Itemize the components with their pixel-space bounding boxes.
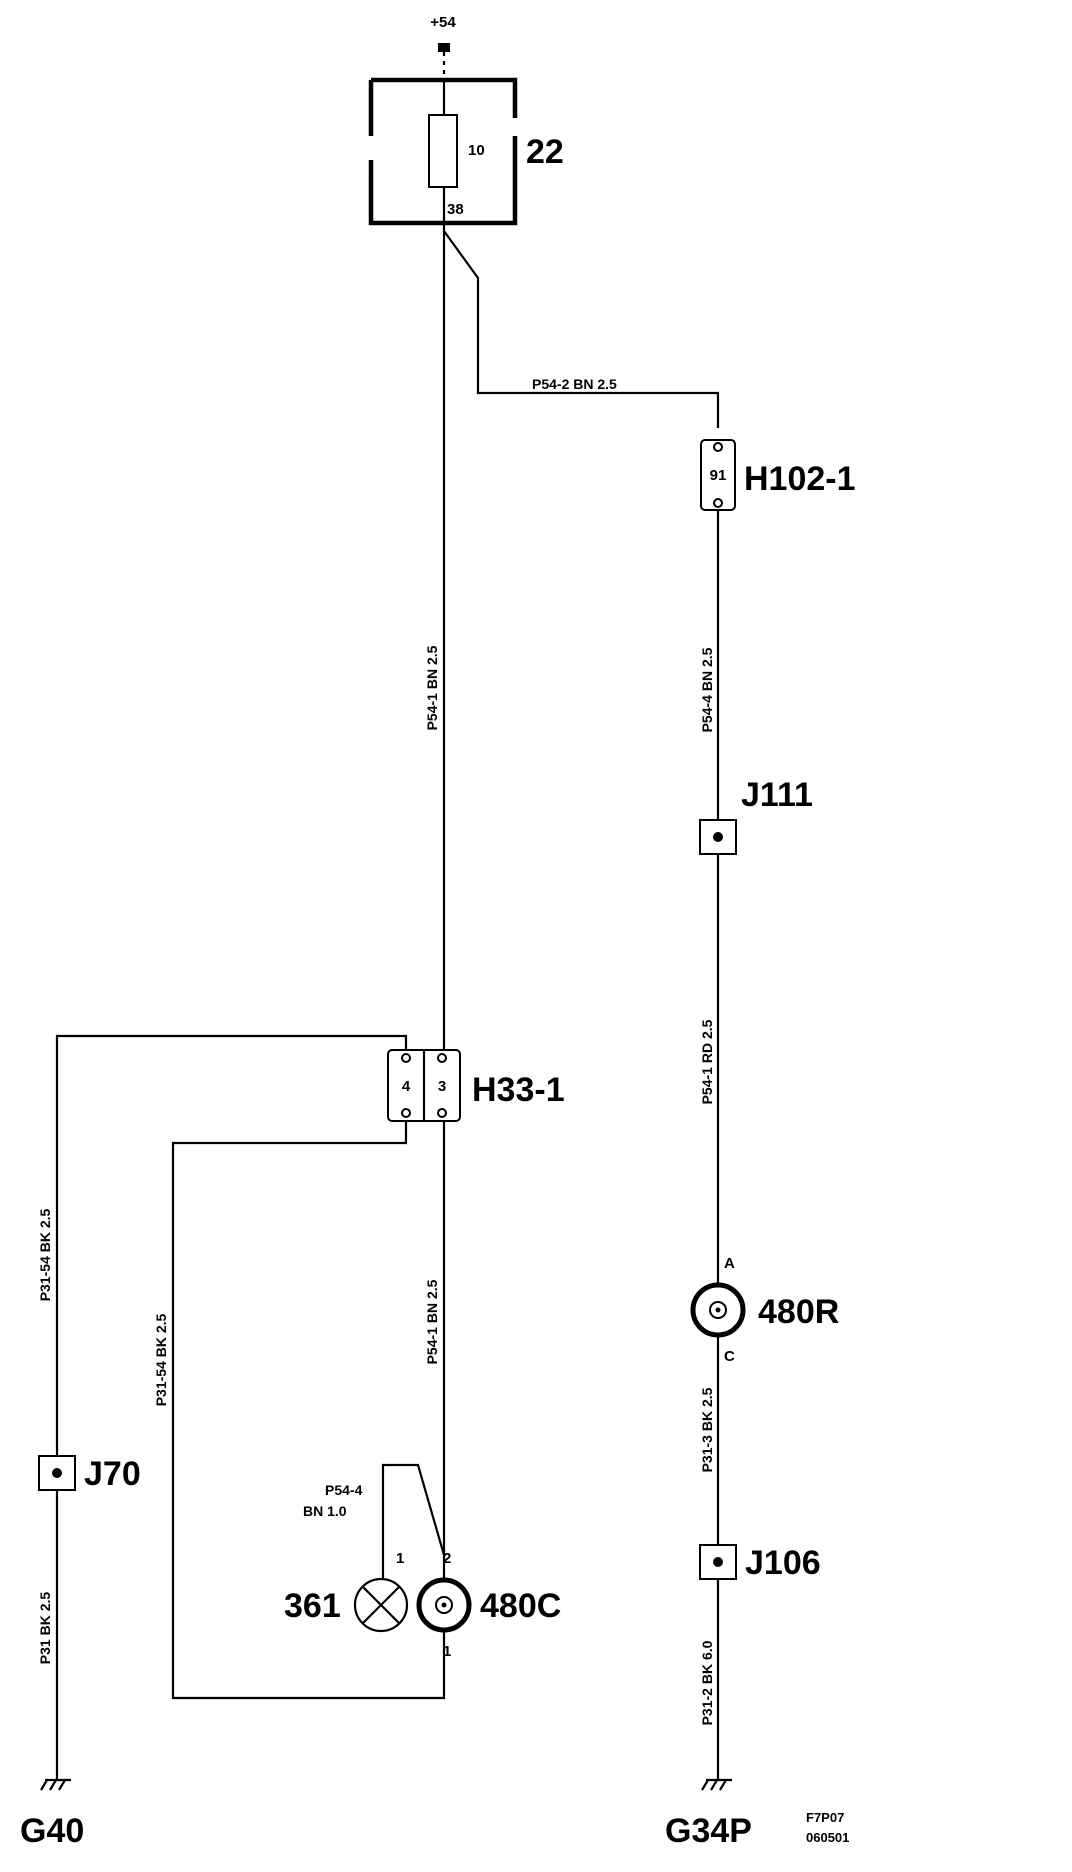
wire-label-p54-1-lower: P54-1 BN 2.5 xyxy=(424,1279,440,1364)
wire-p54-2 xyxy=(443,230,720,428)
component-480r-pin-c: C xyxy=(724,1348,735,1365)
wire-p31-54-left xyxy=(55,1034,408,1456)
ground-g34p-ref: G34P xyxy=(665,1812,752,1850)
component-480r-center-icon xyxy=(715,1307,721,1313)
splice-j111: J111 xyxy=(699,776,813,855)
connector-h102-ref: H102-1 xyxy=(744,460,856,498)
connector-h33-pin3-top-icon xyxy=(437,1053,447,1063)
wire-label-p54-1-rd: P54-1 RD 2.5 xyxy=(699,1019,715,1104)
component-480c: 2 1 480C xyxy=(416,1550,561,1660)
component-480r-ref: 480R xyxy=(758,1293,839,1331)
connector-h33-pin3-bottom-icon xyxy=(437,1108,447,1118)
wire-label-p31-3: P31-3 BK 2.5 xyxy=(699,1387,715,1472)
supply-terminal-icon xyxy=(438,43,450,52)
footer-code: F7P07 xyxy=(806,1810,844,1825)
splice-j111-dot-icon xyxy=(713,832,723,842)
connector-h102-pin-top-icon xyxy=(713,442,723,452)
connector-h33-pin-left: 4 xyxy=(402,1078,411,1095)
connector-h102-pin: 91 xyxy=(710,467,727,484)
wire-label-p31-54-mid: P31-54 BK 2.5 xyxy=(153,1313,169,1406)
wire-label-p54-1-upper: P54-1 BN 2.5 xyxy=(424,645,440,730)
supply-terminal: +54 xyxy=(430,14,456,82)
splice-j70: J70 xyxy=(38,1455,141,1493)
splice-j106-dot-icon xyxy=(713,1557,723,1567)
wire-p54-4-short xyxy=(381,1463,446,1578)
connector-h102-pin-bottom-icon xyxy=(713,498,723,508)
fuse-value: 10 xyxy=(468,142,485,159)
connector-h33-pin-right: 3 xyxy=(438,1078,446,1095)
connector-h102-1: 91 H102-1 xyxy=(700,439,856,511)
wire-label-p54-4-a: P54-4 xyxy=(325,1482,363,1498)
component-480c-pin-2: 2 xyxy=(443,1550,451,1567)
splice-j106: J106 xyxy=(699,1544,821,1582)
ground-g40-ref: G40 xyxy=(20,1812,84,1850)
wire-p31-54-mid xyxy=(171,1121,446,1700)
splice-j70-dot-icon xyxy=(52,1468,62,1478)
footer-date: 060501 xyxy=(806,1830,849,1845)
splice-j106-ref: J106 xyxy=(745,1544,821,1582)
fuse-icon xyxy=(428,114,458,188)
connector-h33-ref: H33-1 xyxy=(472,1071,565,1109)
fuse-box-22: 10 22 38 xyxy=(368,77,564,226)
ground-g34p: G34P xyxy=(665,1778,752,1850)
component-480r-pin-a: A xyxy=(724,1255,735,1272)
component-480r: A C 480R xyxy=(690,1255,839,1365)
supply-label: +54 xyxy=(430,14,456,31)
ground-g40: G40 xyxy=(20,1778,84,1850)
wire-label-p31-left: P31 BK 2.5 xyxy=(37,1592,53,1665)
fuse-box-outline xyxy=(368,77,518,226)
connector-h33-pin4-top-icon xyxy=(401,1053,411,1063)
wire-label-p54-4-b: BN 1.0 xyxy=(303,1503,347,1519)
connector-h33-pin4-bottom-icon xyxy=(401,1108,411,1118)
lamp-361-pin: 1 xyxy=(396,1550,404,1567)
wire-label-p54-2: P54-2 BN 2.5 xyxy=(532,376,617,392)
component-480c-center-icon xyxy=(441,1602,447,1608)
connector-h33-1: 4 3 H33-1 xyxy=(387,1049,565,1122)
lamp-361: 1 361 xyxy=(284,1550,409,1633)
lamp-361-ref: 361 xyxy=(284,1587,341,1625)
splice-j111-ref: J111 xyxy=(741,776,813,814)
splice-j70-ref: J70 xyxy=(84,1455,141,1493)
component-480c-pin-1: 1 xyxy=(443,1643,451,1660)
wire-label-p31-2: P31-2 BK 6.0 xyxy=(699,1640,715,1725)
fuse-pin: 38 xyxy=(447,201,464,218)
wire-label-p54-4: P54-4 BN 2.5 xyxy=(699,647,715,732)
wire-label-p31-54-left: P31-54 BK 2.5 xyxy=(37,1208,53,1301)
component-480c-ref: 480C xyxy=(480,1587,561,1625)
fuse-ref: 22 xyxy=(526,133,564,171)
